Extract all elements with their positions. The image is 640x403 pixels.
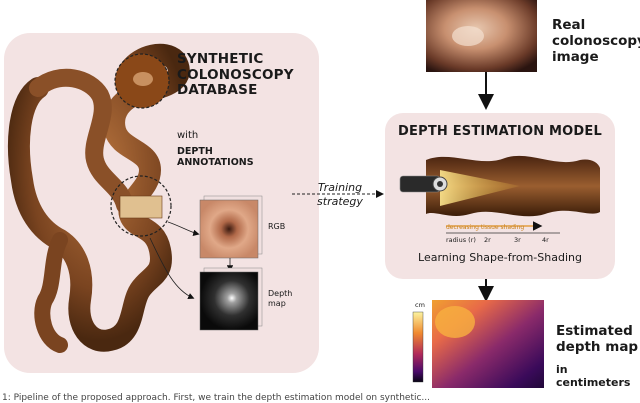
colorbar-unit: cm <box>415 301 425 309</box>
colon-section-highlight <box>119 195 163 219</box>
rgb-thumbnail <box>199 199 259 259</box>
depth-thumbnail <box>199 271 259 331</box>
figure-caption-fragment: 1: Pipeline of the proposed approach. Fi… <box>2 393 431 403</box>
rgb-label: RGB <box>268 222 286 231</box>
training-strategy-label: Training strategy <box>317 181 363 208</box>
zoom-circle-section <box>110 175 172 237</box>
with-label: with <box>177 130 199 141</box>
polyp-highlight <box>133 72 153 86</box>
radius-label: radius (r) <box>446 236 476 244</box>
centimeters-label: in centimeters <box>556 363 631 389</box>
model-title: DEPTH ESTIMATION MODEL <box>398 124 602 139</box>
real-image-label: Real colonoscopy image <box>552 17 640 65</box>
section-to-rgb-arrow <box>167 221 200 236</box>
radius-tick-3r: 3r <box>514 236 521 244</box>
section-to-depth-arrow <box>149 237 195 299</box>
radius-tick-4r: 4r <box>542 236 549 244</box>
radius-tick-2r: 2r <box>484 236 491 244</box>
depth-colorbar <box>412 311 424 383</box>
depth-annotations-label: DEPTH ANNOTATIONS <box>177 146 254 168</box>
model-caption: Learning Shape-from-Shading <box>418 251 582 264</box>
estimated-depth-label: Estimated depth map <box>556 323 639 355</box>
depth-map-label: Depth map <box>268 289 293 308</box>
shading-label: decreasing tissue shading <box>446 224 525 231</box>
light-beam <box>440 170 520 206</box>
synthetic-database-title: SYNTHETIC COLONOSCOPY DATABASE <box>177 51 294 98</box>
